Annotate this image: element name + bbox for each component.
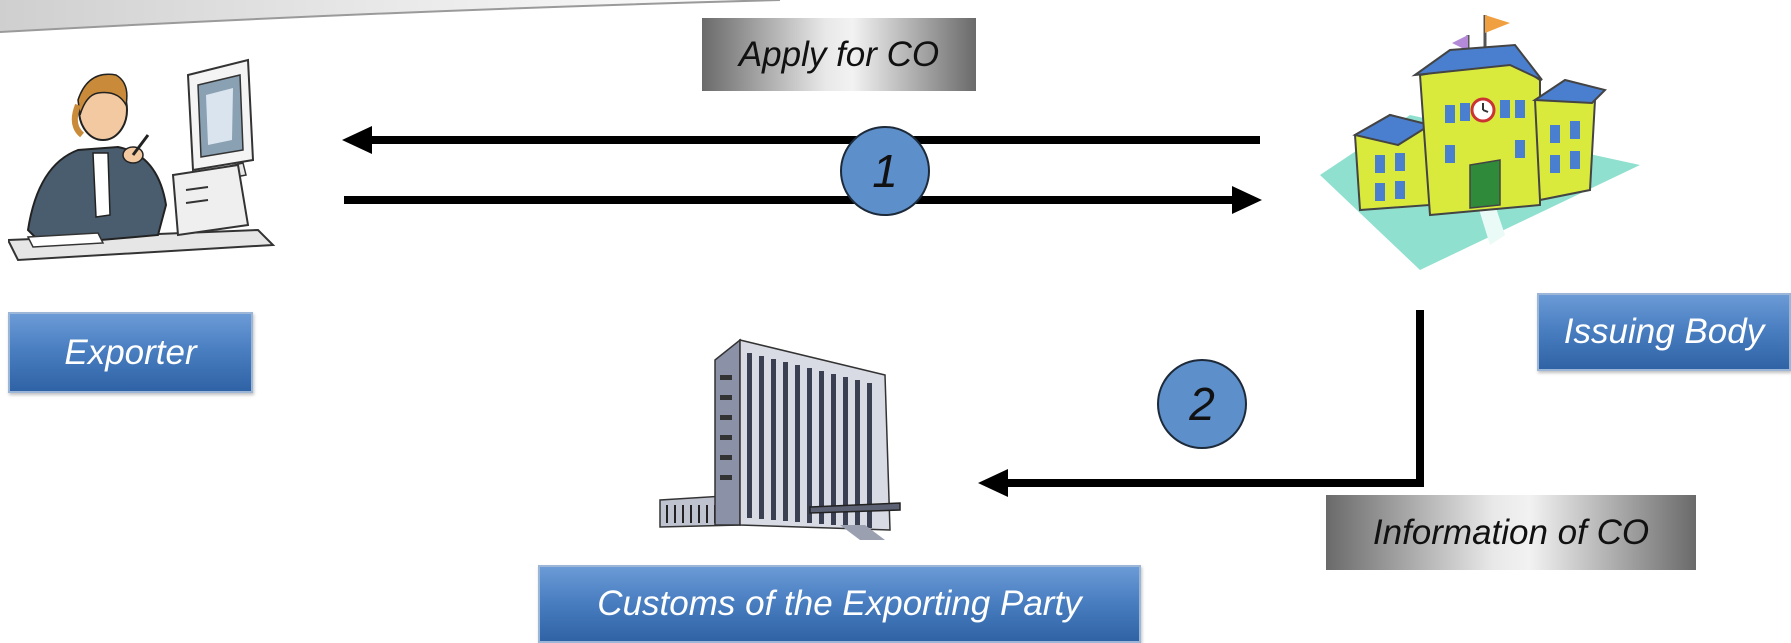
apply-for-co-label: Apply for CO: [702, 18, 976, 91]
arrowhead-left-icon: [342, 126, 372, 154]
step-2-number: 2: [1189, 378, 1215, 430]
school-building-icon: [1320, 15, 1640, 270]
customs-text: Customs of the Exporting Party: [597, 584, 1082, 623]
arrow-to-customs: [1000, 310, 1424, 487]
person-at-computer-icon: [8, 58, 276, 262]
office-tower-icon: [659, 338, 901, 540]
step-1-number: 1: [872, 145, 898, 197]
exporter-label: Exporter: [8, 312, 253, 393]
customs-label: Customs of the Exporting Party: [538, 565, 1141, 643]
step-1-badge: 1: [840, 126, 930, 216]
information-of-co-text: Information of CO: [1372, 512, 1650, 552]
arrowhead-right-icon: [1232, 186, 1262, 214]
arrowhead-left-icon: [978, 469, 1008, 497]
information-of-co-label: Information of CO: [1326, 495, 1696, 570]
step-2-badge: 2: [1157, 359, 1247, 449]
issuing-body-label: Issuing Body: [1537, 293, 1791, 371]
issuing-body-text: Issuing Body: [1563, 312, 1765, 351]
exporter-text: Exporter: [64, 332, 197, 372]
apply-for-co-text: Apply for CO: [738, 34, 940, 74]
